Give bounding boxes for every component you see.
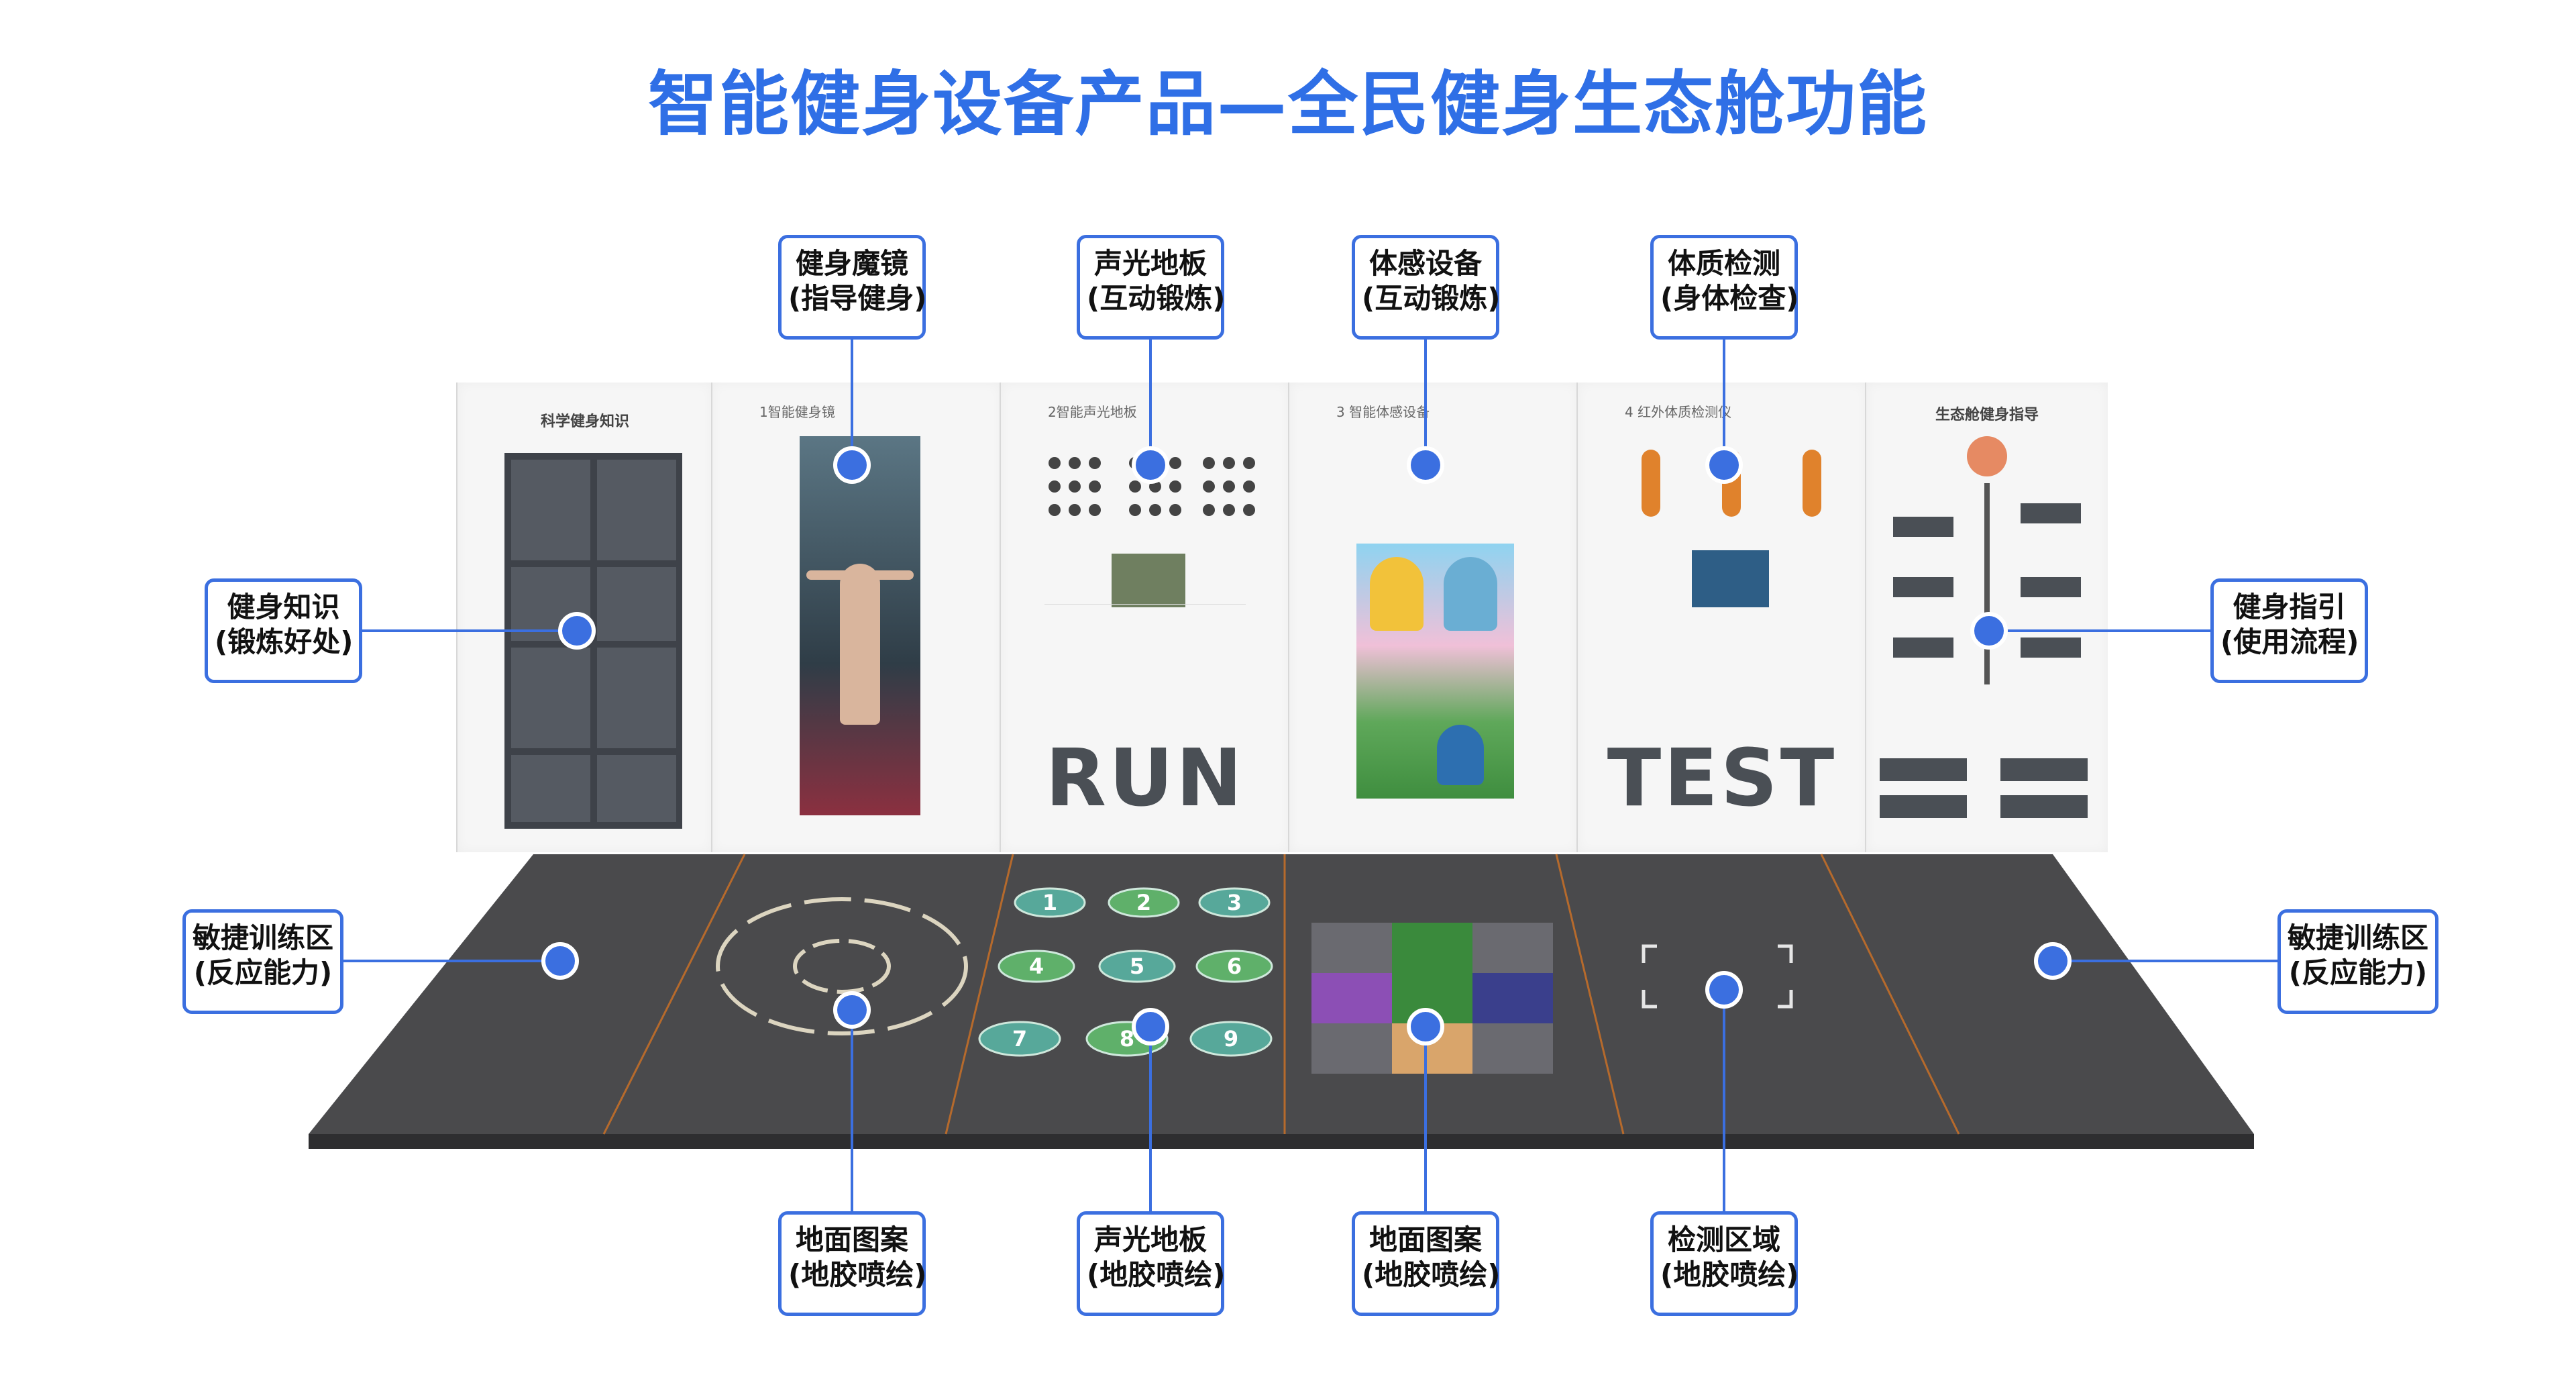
callout-line: 健身知识: [227, 591, 340, 623]
callout-line: (地胶喷绘): [1362, 1258, 1501, 1291]
connector-lines: [343, 340, 2277, 1211]
floor-pad-number: 9: [1224, 1026, 1238, 1052]
panel-title: 生态舱健身指导: [1935, 407, 2039, 423]
circle-floor-pattern: [716, 897, 968, 1035]
callout-fitness-guide: 健身指引 (使用流程): [2210, 578, 2368, 683]
panel-title: 科学健身知识: [540, 413, 629, 430]
floor-pad-number: 6: [1227, 954, 1242, 979]
callout-body-test: 体质检测 (身体检查): [1650, 235, 1799, 340]
wall-panel-guide: 生态舱健身指导: [1865, 382, 2108, 852]
floor-seams: [602, 854, 1960, 1135]
callout-floor-pattern-1: 地面图案 (地胶喷绘): [778, 1211, 926, 1316]
floor-pad-1: 1: [1014, 887, 1086, 918]
guide-logo: [1967, 436, 2007, 476]
callout-line: 健身魔镜: [795, 247, 908, 280]
callout-light-floor-top: 声光地板 (互动锻炼): [1077, 235, 1226, 340]
callout-test-area: 检测区域 (地胶喷绘): [1650, 1211, 1799, 1316]
callout-line: (互动锻炼): [1362, 282, 1501, 315]
callout-line: (使用流程): [2220, 625, 2359, 658]
callout-line: (地胶喷绘): [788, 1258, 927, 1291]
number-pads: 1 2 3 4 5 6 7 8 9: [978, 887, 1273, 1057]
callout-agility-right: 敏捷训练区 (反应能力): [2277, 909, 2438, 1014]
callout-line: (互动锻炼): [1087, 282, 1226, 315]
callout-line: 体质检测: [1667, 247, 1780, 280]
floor-pad-number: 7: [1012, 1026, 1027, 1052]
callout-floor-pattern-2: 地面图案 (地胶喷绘): [1352, 1211, 1501, 1316]
floor-pad-number: 1: [1042, 890, 1057, 915]
panel-title: 4 红外体质检测仪: [1625, 404, 1732, 420]
callout-line: 健身指引: [2233, 591, 2346, 623]
callout-line: 敏捷训练区: [193, 921, 334, 954]
callout-line: (锻炼好处): [215, 625, 354, 658]
page-title: 智能健身设备产品—全民健身生态舱功能: [647, 63, 1928, 145]
floor-pad-number: 2: [1136, 890, 1151, 915]
callout-fitness-mirror: 健身魔镜 (指导健身): [778, 235, 926, 340]
floor-pad-number: 8: [1120, 1026, 1134, 1052]
fitness-mirror-screen: [800, 436, 920, 815]
callout-light-floor-bottom: 声光地板 (地胶喷绘): [1077, 1211, 1226, 1316]
callout-line: (指导健身): [788, 282, 927, 315]
callout-line: 地面图案: [795, 1223, 908, 1256]
callout-line: 体感设备: [1368, 247, 1482, 280]
callout-line: 检测区域: [1667, 1223, 1780, 1256]
motion-game-screen: [1356, 544, 1514, 799]
floor-pad-number: 3: [1227, 890, 1242, 915]
callout-line: (反应能力): [2288, 956, 2428, 989]
callout-motion-device: 体感设备 (互动锻炼): [1352, 235, 1501, 340]
callout-line: (反应能力): [193, 956, 333, 989]
anchor-dots: [541, 446, 2072, 1046]
callout-line: (身体检查): [1660, 282, 1799, 315]
callout-line: 声光地板: [1093, 1223, 1207, 1256]
callout-line: 地面图案: [1368, 1223, 1482, 1256]
demo-photo: [1112, 554, 1185, 607]
callout-agility-left: 敏捷训练区 (反应能力): [182, 909, 343, 1014]
callout-line: (地胶喷绘): [1087, 1258, 1226, 1291]
panel-title: 3 智能体感设备: [1336, 404, 1430, 420]
grid-floor-pattern: [1311, 923, 1553, 1074]
trainer-figure: [840, 564, 880, 725]
floor-pad-3: 3: [1198, 887, 1271, 918]
callout-line: (地胶喷绘): [1660, 1258, 1799, 1291]
floor-pad-4: 4: [998, 950, 1075, 983]
floor-slab: [309, 854, 2254, 1134]
run-label: RUN: [1045, 731, 1245, 824]
floor-pad-number: 4: [1029, 954, 1044, 979]
callout-line: 敏捷训练区: [2288, 921, 2429, 954]
panel-title: 1智能健身镜: [759, 404, 835, 420]
knowledge-board: [504, 453, 682, 829]
wall-panel-motion: 3 智能体感设备: [1288, 382, 1578, 852]
test-label: TEST: [1607, 731, 1837, 824]
floor-pad-6: 6: [1195, 950, 1273, 983]
floor-pad-2: 2: [1108, 887, 1180, 918]
floor-edge: [309, 1134, 2254, 1149]
callout-fitness-knowledge: 健身知识 (锻炼好处): [205, 578, 362, 683]
floor-pad-7: 7: [978, 1021, 1061, 1057]
panel-title: 2智能声光地板: [1048, 404, 1137, 420]
test-photo: [1692, 550, 1769, 607]
callout-line: 声光地板: [1093, 247, 1207, 280]
floor-pad-9: 9: [1189, 1021, 1273, 1057]
floor-pad-number: 5: [1130, 954, 1144, 979]
floor-pad-5: 5: [1098, 950, 1176, 983]
detection-brackets: [1642, 944, 1793, 1009]
